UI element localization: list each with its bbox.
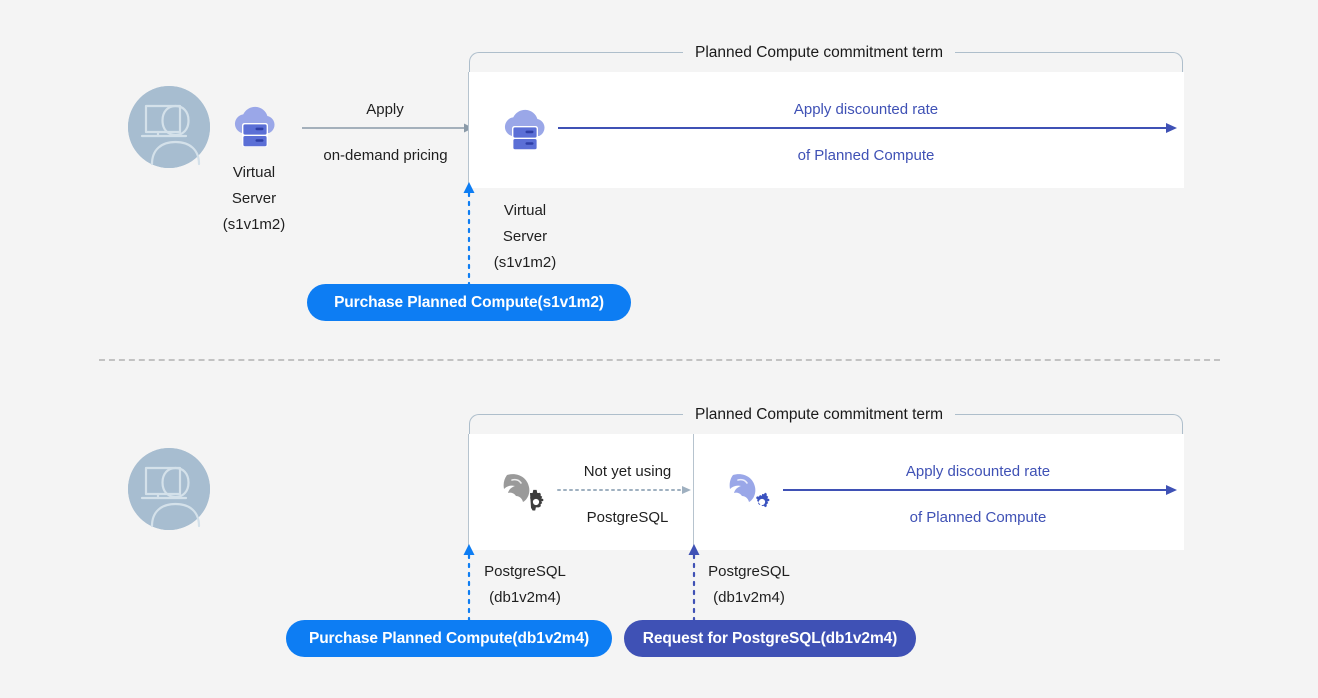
- source-server-label-line2: Server: [231, 190, 277, 207]
- marker-resource-line1: PostgreSQL: [708, 563, 790, 580]
- source-server-label: Virtual Server (s1v1m2): [194, 160, 314, 238]
- unused-arrow: [557, 484, 692, 496]
- marker-resource-line1: PostgreSQL: [484, 563, 566, 580]
- marker-resource-line2: Server: [502, 228, 548, 245]
- request-for-postgresql-db1v2m4-button-label: Request for PostgreSQL(db1v2m4): [642, 629, 898, 647]
- request-for-postgresql-db1v2m4-button[interactable]: Request for PostgreSQL(db1v2m4): [624, 620, 916, 657]
- discount-arrow-label-below-1: of Planned Compute: [797, 147, 935, 164]
- committed-postgres-icon-wrap: [726, 466, 778, 518]
- commitment-panel-1: [469, 72, 1184, 188]
- commitment-bracket-label-2: Planned Compute commitment term: [683, 407, 956, 423]
- commitment-panel-divider-2a: [468, 434, 469, 550]
- marker-resource-label-request-db1v2m4: PostgreSQL (db1v2m4): [706, 559, 792, 611]
- purchase-planned-compute-db1v2m4-button[interactable]: Purchase Planned Compute(db1v2m4): [286, 620, 612, 657]
- purchase-planned-compute-s1v1m2-button-label: Purchase Planned Compute(s1v1m2): [334, 293, 604, 311]
- marker-resource-line3: (s1v1m2): [493, 254, 557, 271]
- user-at-computer-icon: [128, 86, 210, 168]
- discount-arrow-label-above-2: Apply discounted rate: [905, 463, 1051, 480]
- avatar-2: [128, 448, 210, 530]
- committed-server-icon-wrap-1: [499, 104, 551, 156]
- section-divider: [99, 359, 1220, 361]
- unused-arrow-label-above: Not yet using: [583, 463, 672, 480]
- unused-arrow-label-below: PostgreSQL: [586, 509, 669, 526]
- discount-arrow-2: [783, 484, 1178, 496]
- marker-connector-purchase-db1v2m4: [462, 544, 476, 626]
- user-at-computer-icon: [128, 448, 210, 530]
- marker-connector-request-db1v2m4: [687, 544, 701, 626]
- commitment-bracket-right-1: [943, 52, 1183, 72]
- marker-resource-label-s1v1m2: Virtual Server (s1v1m2): [482, 198, 568, 276]
- apply-arrow-label-above: Apply: [366, 101, 404, 118]
- commitment-bracket-right-2: [943, 414, 1183, 434]
- purchase-planned-compute-s1v1m2-button[interactable]: Purchase Planned Compute(s1v1m2): [307, 284, 631, 321]
- commitment-panel-divider-1: [468, 72, 469, 188]
- source-server-label-line1: Virtual: [232, 164, 276, 181]
- discount-arrow-label-below-2: of Planned Compute: [909, 509, 1047, 526]
- postgresql-gear-blue-icon: [729, 474, 770, 508]
- marker-resource-label-purchase-db1v2m4: PostgreSQL (db1v2m4): [482, 559, 568, 611]
- marker-resource-line2: (db1v2m4): [489, 589, 561, 606]
- marker-resource-line1: Virtual: [503, 202, 547, 219]
- unused-postgres-icon-wrap: [500, 466, 552, 518]
- discount-arrow-label-above-1: Apply discounted rate: [793, 101, 939, 118]
- source-server-label-line3: (s1v1m2): [222, 216, 286, 233]
- commitment-bracket-left-1: [469, 52, 709, 72]
- commitment-panel-2: [469, 434, 1184, 550]
- avatar: [128, 86, 210, 168]
- commitment-bracket-label-1: Planned Compute commitment term: [683, 45, 956, 61]
- commitment-bracket-left-2: [469, 414, 709, 434]
- postgresql-gear-gray-icon: [503, 474, 544, 511]
- marker-connector-purchase-s1v1m2: [462, 182, 476, 296]
- source-server-icon-wrap: [229, 101, 281, 153]
- discount-arrow-1: [558, 122, 1178, 134]
- apply-arrow: [302, 122, 474, 134]
- purchase-planned-compute-db1v2m4-button-label: Purchase Planned Compute(db1v2m4): [308, 629, 590, 647]
- apply-arrow-label-below: on-demand pricing: [323, 147, 448, 164]
- cloud-server-icon: [504, 109, 545, 150]
- marker-resource-line2: (db1v2m4): [713, 589, 785, 606]
- commitment-panel-divider-2b: [693, 434, 694, 550]
- cloud-server-icon: [234, 106, 275, 147]
